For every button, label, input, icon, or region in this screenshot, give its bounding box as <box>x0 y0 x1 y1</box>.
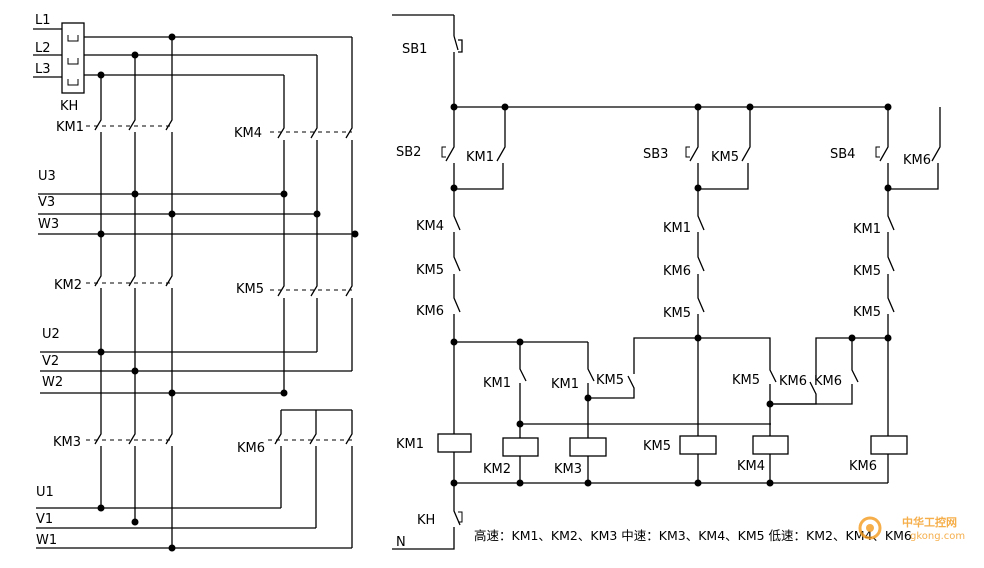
col3-km1-label: KM1 <box>853 222 881 237</box>
coil-km5-label: KM5 <box>643 439 671 454</box>
branch-km6b-label: KM6 <box>814 374 842 389</box>
u1-label: U1 <box>36 485 54 500</box>
watermark-cn: 中华工控网 <box>902 515 957 529</box>
phase-l1-label: L1 <box>35 13 51 28</box>
coil-km2-label: KM2 <box>483 462 511 477</box>
v3-label: V3 <box>38 195 55 210</box>
phase-l3-label: L3 <box>35 62 51 77</box>
gear-icon <box>858 516 882 540</box>
km1-power-label: KM1 <box>56 120 84 135</box>
kh-control-label: KH <box>417 513 435 528</box>
km5-hold-label: KM5 <box>711 150 739 165</box>
overload-label: KH <box>60 99 78 114</box>
w2-label: W2 <box>42 375 63 390</box>
sb4-label: SB4 <box>830 147 855 162</box>
neutral-label: N <box>396 535 406 550</box>
coil-km6 <box>870 435 908 455</box>
coil-km4 <box>752 435 789 455</box>
col2-km1-label: KM1 <box>663 221 691 236</box>
coil-km1 <box>437 433 472 453</box>
branch-km5b-label: KM5 <box>732 373 760 388</box>
sb2-label: SB2 <box>396 145 421 160</box>
u3-label: U3 <box>38 169 56 184</box>
km6-power-label: KM6 <box>237 441 265 456</box>
km6-hold-label: KM6 <box>903 153 931 168</box>
coil-km5 <box>679 435 717 455</box>
speed-legend: 高速：KM1、KM2、KM3 中速：KM3、KM4、KM5 低速：KM2、KM4… <box>474 528 912 543</box>
km1-hold-label: KM1 <box>466 150 494 165</box>
coil-km4-label: KM4 <box>737 459 765 474</box>
watermark-logo: 中华工控网 gkong.com <box>858 515 965 542</box>
branch-km1a-label: KM1 <box>483 376 511 391</box>
phase-l2-label: L2 <box>35 41 51 56</box>
w1-label: W1 <box>36 533 57 548</box>
coil-km2 <box>502 437 539 457</box>
km2-power-label: KM2 <box>54 278 82 293</box>
col2-km6-label: KM6 <box>663 264 691 279</box>
sb1-label: SB1 <box>402 42 427 57</box>
coil-km3-label: KM3 <box>554 462 582 477</box>
w3-label: W3 <box>38 217 59 232</box>
coil-km1-label: KM1 <box>396 437 424 452</box>
branch-km5a-label: KM5 <box>596 373 624 388</box>
col2-km5-label: KM5 <box>663 306 691 321</box>
v2-label: V2 <box>42 354 59 369</box>
sb3-label: SB3 <box>643 147 668 162</box>
branch-km6a-label: KM6 <box>779 374 807 389</box>
coil-km3 <box>569 437 607 457</box>
km4-power-label: KM4 <box>234 126 262 141</box>
col3-km5b-label: KM5 <box>853 305 881 320</box>
col1-km6-label: KM6 <box>416 304 444 319</box>
branch-km1b-label: KM1 <box>551 377 579 392</box>
km5-power-label: KM5 <box>236 282 264 297</box>
u2-label: U2 <box>42 327 60 342</box>
v1-label: V1 <box>36 512 53 527</box>
watermark-url: gkong.com <box>910 531 965 542</box>
km3-power-label: KM3 <box>53 435 81 450</box>
col3-km5a-label: KM5 <box>853 264 881 279</box>
overload-relay-box <box>61 22 85 94</box>
power-circuit: L1 L2 L3 KH KM1 KM4 <box>33 13 359 552</box>
col1-km4-label: KM4 <box>416 219 444 234</box>
coil-km6-label: KM6 <box>849 459 877 474</box>
control-circuit: SB1 SB2 KM1 KM4 KM5 KM6 KM1 KM1 <box>392 14 941 550</box>
col1-km5-label: KM5 <box>416 263 444 278</box>
